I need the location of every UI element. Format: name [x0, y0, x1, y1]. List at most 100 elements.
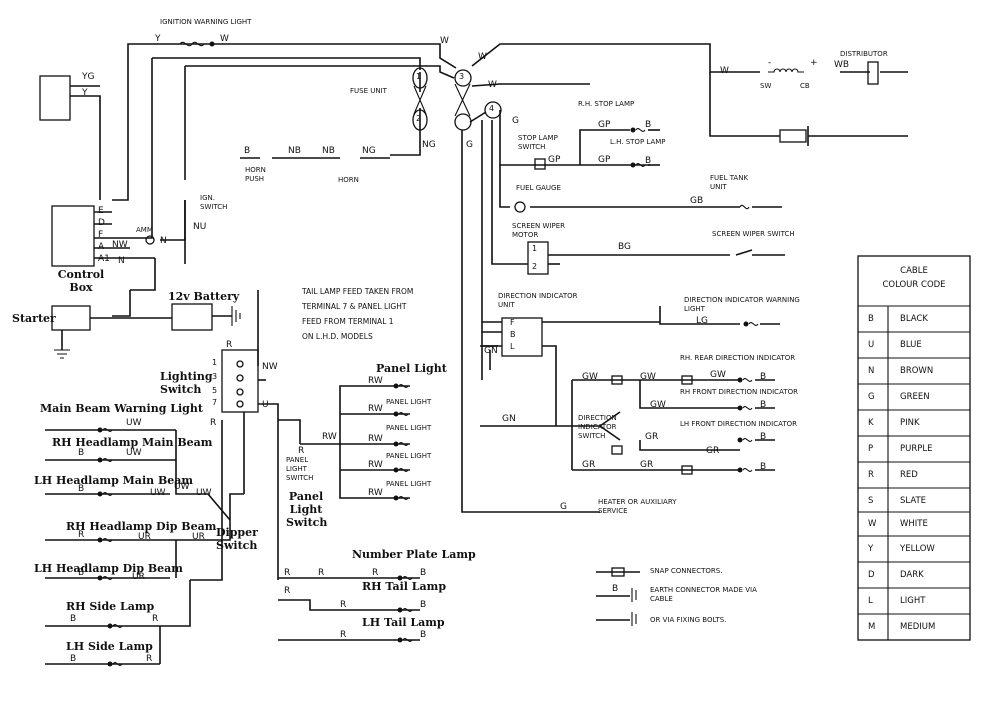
rh-side-lamp-label: RH Side Lamp — [66, 600, 155, 613]
fuel-tank-unit-label: FUEL TANK UNIT — [710, 174, 749, 191]
fuse-terminal-4: 4 — [489, 104, 495, 113]
wire-code-uw-4: UW — [174, 482, 190, 492]
legend-name: BLACK — [900, 314, 928, 324]
wire-code-b-9: B — [78, 484, 85, 494]
legend-code: Y — [868, 544, 874, 554]
legend-name: LIGHT — [900, 596, 926, 606]
ammeter-label: AMM — [136, 226, 153, 234]
tail-lamp-note: TAIL LAMP FEED TAKEN FROM TERMINAL 7 & P… — [302, 284, 413, 344]
screen-wiper — [491, 120, 785, 275]
cb-label: CB — [800, 82, 810, 90]
stop-lamp-switch-label: STOP LAMP SWITCH — [518, 134, 558, 151]
control-box-terminal-e: E — [98, 206, 104, 216]
wire-code-r-3: R — [78, 530, 85, 540]
wire-code-gr-2: GR — [582, 460, 596, 470]
wire-code-gr-4: GR — [706, 446, 720, 456]
wire-code-w-3: W — [478, 52, 487, 62]
wire-code-rw-5: RW — [368, 488, 383, 498]
wire-code-nu: NU — [193, 222, 207, 232]
horn-label: HORN — [338, 176, 359, 184]
legend-row: G GREEN — [858, 384, 970, 410]
wire-code-gr-3: GR — [640, 460, 654, 470]
lighting-terminal-7: 7 — [212, 398, 218, 407]
wire-code-r-8: R — [318, 568, 325, 578]
wire-code-y: Y — [155, 34, 161, 44]
legend-name: GREEN — [900, 392, 930, 402]
wire-code-rw-2: RW — [368, 404, 383, 414]
fuse-terminal-2: 2 — [416, 114, 422, 123]
panel-light-3-label: PANEL LIGHT — [386, 424, 432, 432]
legend-code: L — [868, 596, 873, 606]
screen-wiper-motor-label: SCREEN WIPER MOTOR — [512, 222, 565, 239]
legend-code: W — [868, 519, 877, 529]
wire-code-uw-5: UW — [196, 488, 212, 498]
minus-sign: - — [768, 58, 772, 68]
wire-code-b-10: B — [78, 568, 85, 578]
wire-code-r-5: R — [146, 654, 153, 664]
wire-code-n: N — [160, 236, 167, 246]
legend-name: YELLOW — [900, 544, 935, 554]
wire-code-gw-2: GW — [640, 372, 656, 382]
connector-key — [596, 567, 640, 626]
tail-lamps — [278, 575, 420, 643]
starter — [51, 305, 172, 359]
legend-title-1: CABLE — [900, 266, 928, 276]
wire-code-nb: NB — [288, 146, 301, 156]
wire-code-w-2: W — [720, 66, 729, 76]
starter-label: Starter — [12, 312, 56, 325]
wire-code-wb: WB — [834, 60, 850, 70]
legend-row: K PINK — [858, 410, 970, 436]
distributor — [768, 61, 879, 146]
legend-name: WHITE — [900, 519, 928, 529]
wire-code-r-10: R — [284, 586, 291, 596]
wiper-terminal-2: 2 — [532, 262, 538, 271]
side-lamps — [45, 580, 191, 667]
lighting-switch-label: Lighting Switch — [160, 370, 213, 396]
wire-code-rw-6: RW — [322, 432, 337, 442]
legend-row: P PURPLE — [858, 436, 970, 462]
wire-code-gr: GR — [645, 432, 659, 442]
sw-label: SW — [760, 82, 772, 90]
stop-lamps — [499, 110, 660, 170]
wire-code-yg: YG — [82, 72, 95, 82]
wire-code-b-3: B — [244, 146, 251, 156]
control-box-terminal-a1: A1 — [98, 254, 110, 264]
cable-colour-legend — [857, 255, 971, 641]
wire-code-gp-3: GP — [598, 155, 611, 165]
rh-headlamp-dip-beam-label: RH Headlamp Dip Beam — [66, 520, 217, 533]
wire-code-r-2: R — [210, 418, 217, 428]
heater-label: HEATER OR AUXILIARY SERVICE — [598, 498, 677, 515]
panel-light-4-label: PANEL LIGHT — [386, 452, 432, 460]
fuse-terminal-1: 1 — [416, 72, 422, 81]
legend-code: P — [868, 444, 874, 454]
key-earth-cable: EARTH CONNECTOR MADE VIA CABLE — [650, 586, 757, 603]
legend-code: B — [868, 314, 874, 324]
lighting-terminal-5: 5 — [212, 386, 218, 395]
wire-code-uw-2: UW — [126, 448, 142, 458]
legend-row: M MEDIUM — [858, 614, 970, 640]
legend-name: BLUE — [900, 340, 922, 350]
control-box-terminal-d: D — [98, 218, 105, 228]
wire-code-w-5: W — [488, 80, 497, 90]
note-line-4: ON L.H.D. MODELS — [302, 332, 373, 341]
battery — [171, 303, 241, 331]
wire-code-g-3: G — [512, 116, 519, 126]
legend-code: G — [868, 392, 875, 402]
indicator-terminal-l: L — [510, 342, 515, 351]
panel-light-switch-label: Panel Light Switch — [286, 490, 328, 529]
wire-code-w: W — [220, 34, 229, 44]
lh-tail-lamp-label: LH Tail Lamp — [362, 616, 445, 629]
lh-headlamp-main-beam-label: LH Headlamp Main Beam — [34, 474, 194, 487]
panel-lights — [300, 383, 410, 501]
wire-code-u: U — [262, 400, 269, 410]
lh-front-direction-indicator-label: LH FRONT DIRECTION INDICATOR — [680, 420, 798, 428]
ignition-warning-light — [179, 41, 215, 47]
distributor-label: DISTRIBUTOR — [840, 50, 888, 58]
rh-tail-lamp-label: RH Tail Lamp — [362, 580, 447, 593]
legend-name: SLATE — [900, 496, 927, 506]
panel-light-switch-small-label: PANEL LIGHT SWITCH — [286, 456, 314, 482]
rh-rear-direction-indicator-label: RH. REAR DIRECTION INDICATOR — [680, 354, 796, 362]
heater-wire — [461, 130, 600, 513]
legend-title-2: COLOUR CODE — [882, 280, 946, 290]
